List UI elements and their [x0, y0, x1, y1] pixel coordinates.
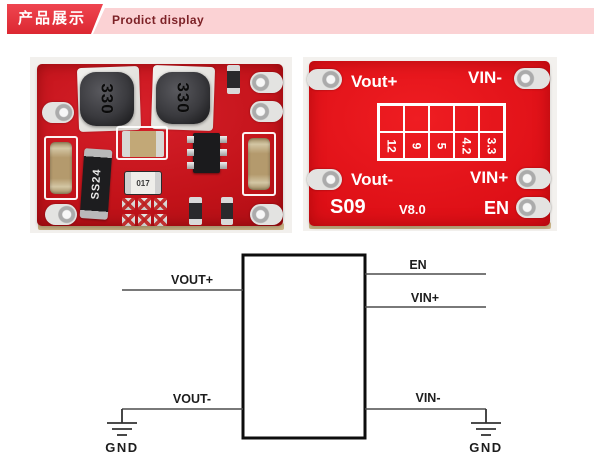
inductor-2-label: 330 [174, 82, 193, 114]
en-label: EN [409, 258, 426, 272]
smd-component [227, 65, 240, 94]
solder-pad [122, 198, 135, 210]
header-bar [93, 8, 594, 34]
castellated-pad [250, 72, 283, 93]
silkscreen-vout-minus: Vout- [351, 170, 394, 189]
voltage-12: 12 [384, 138, 399, 153]
vin-plus-label: VIN+ [411, 291, 439, 305]
section-title-en: Prodict display [112, 13, 205, 27]
silkscreen-vin-plus: VIN+ [470, 168, 509, 187]
header-banner: 产品展示 [7, 4, 103, 34]
ic-pin [220, 162, 227, 169]
silkscreen-en: EN [484, 198, 510, 218]
solder-pad [154, 214, 167, 226]
voltage-9: 9 [409, 142, 424, 149]
castellated-pad [42, 102, 74, 123]
silkscreen-version: V8.0 [399, 202, 426, 217]
diode-ss24: SS24 [79, 148, 113, 220]
castellated-pad [516, 197, 551, 218]
ic-pin [220, 149, 227, 156]
ic-pin [187, 162, 194, 169]
voltage-cell-empty [379, 105, 404, 132]
ground-symbol-left: GND [105, 409, 138, 455]
castellated-pad [307, 69, 342, 90]
capacitor-left [50, 142, 72, 194]
vout-plus-label: VOUT+ [171, 273, 213, 287]
voltage-cell: 12 [379, 132, 404, 159]
section-title-cn: 产品展示 [18, 10, 87, 27]
pcb-back: Vout+ VIN- Vout- VIN+ S09 V8.0 EN 12 9 5… [307, 61, 551, 226]
voltage-4-2: 4.2 [459, 137, 474, 154]
resistor-label: 017 [136, 178, 150, 188]
castellated-pad [45, 204, 77, 225]
voltage-cell: 4.2 [454, 132, 479, 159]
voltage-cell-empty [454, 105, 479, 132]
voltage-select-table: 12 9 5 4.2 3.3 [377, 103, 506, 161]
silkscreen-vout-plus: Vout+ [351, 72, 398, 91]
board-front-photo: 330 330 SS24 017 [30, 57, 292, 233]
wiring-diagram: VOUT+ VOUT- EN VIN+ VIN- GND GND [105, 253, 502, 455]
solder-pad [154, 198, 167, 210]
inductor-1-label: 330 [98, 83, 117, 115]
voltage-cell: 9 [404, 132, 429, 159]
castellated-pad [516, 168, 551, 189]
voltage-5: 5 [434, 142, 449, 149]
castellated-pad [250, 101, 283, 122]
capacitor-right [248, 138, 270, 190]
board-back-photo: Vout+ VIN- Vout- VIN+ S09 V8.0 EN 12 9 5… [303, 57, 557, 231]
solder-pad [138, 214, 151, 226]
voltage-cell-empty [429, 105, 454, 132]
pcb-front: 330 330 SS24 017 [37, 64, 283, 226]
inductor-1: 330 [80, 72, 134, 126]
castellated-pad [514, 68, 550, 89]
vin-minus-label: VIN- [416, 391, 441, 405]
silkscreen-vin-minus: VIN- [468, 68, 502, 87]
voltage-cell-empty [479, 105, 504, 132]
ic-pin [187, 136, 194, 143]
inductor-2: 330 [156, 72, 210, 124]
ic-pin [187, 149, 194, 156]
ic-pin [220, 136, 227, 143]
gnd-right-label: GND [469, 440, 502, 455]
smd-component [189, 197, 202, 225]
solder-pad [138, 198, 151, 210]
castellated-pad [250, 204, 283, 225]
silkscreen-box [44, 136, 78, 200]
ic-chip [193, 133, 220, 173]
silkscreen-box [116, 126, 168, 160]
module-body [241, 253, 367, 440]
smd-component [221, 197, 233, 225]
vout-minus-label: VOUT- [173, 392, 211, 406]
ceramic-capacitor [122, 131, 164, 157]
ground-symbol-right: GND [469, 409, 502, 455]
board-substrate-edge [38, 223, 284, 230]
resistor: 017 [125, 172, 161, 194]
solder-pad [122, 214, 135, 226]
voltage-cell: 5 [429, 132, 454, 159]
voltage-3-3: 3.3 [484, 137, 499, 154]
silkscreen-model: S09 [330, 196, 366, 218]
voltage-cell-empty [404, 105, 429, 132]
gnd-left-label: GND [105, 440, 138, 455]
voltage-cell: 3.3 [479, 132, 504, 159]
diode-label: SS24 [88, 168, 104, 200]
castellated-pad [307, 169, 342, 190]
silkscreen-box [242, 132, 276, 196]
